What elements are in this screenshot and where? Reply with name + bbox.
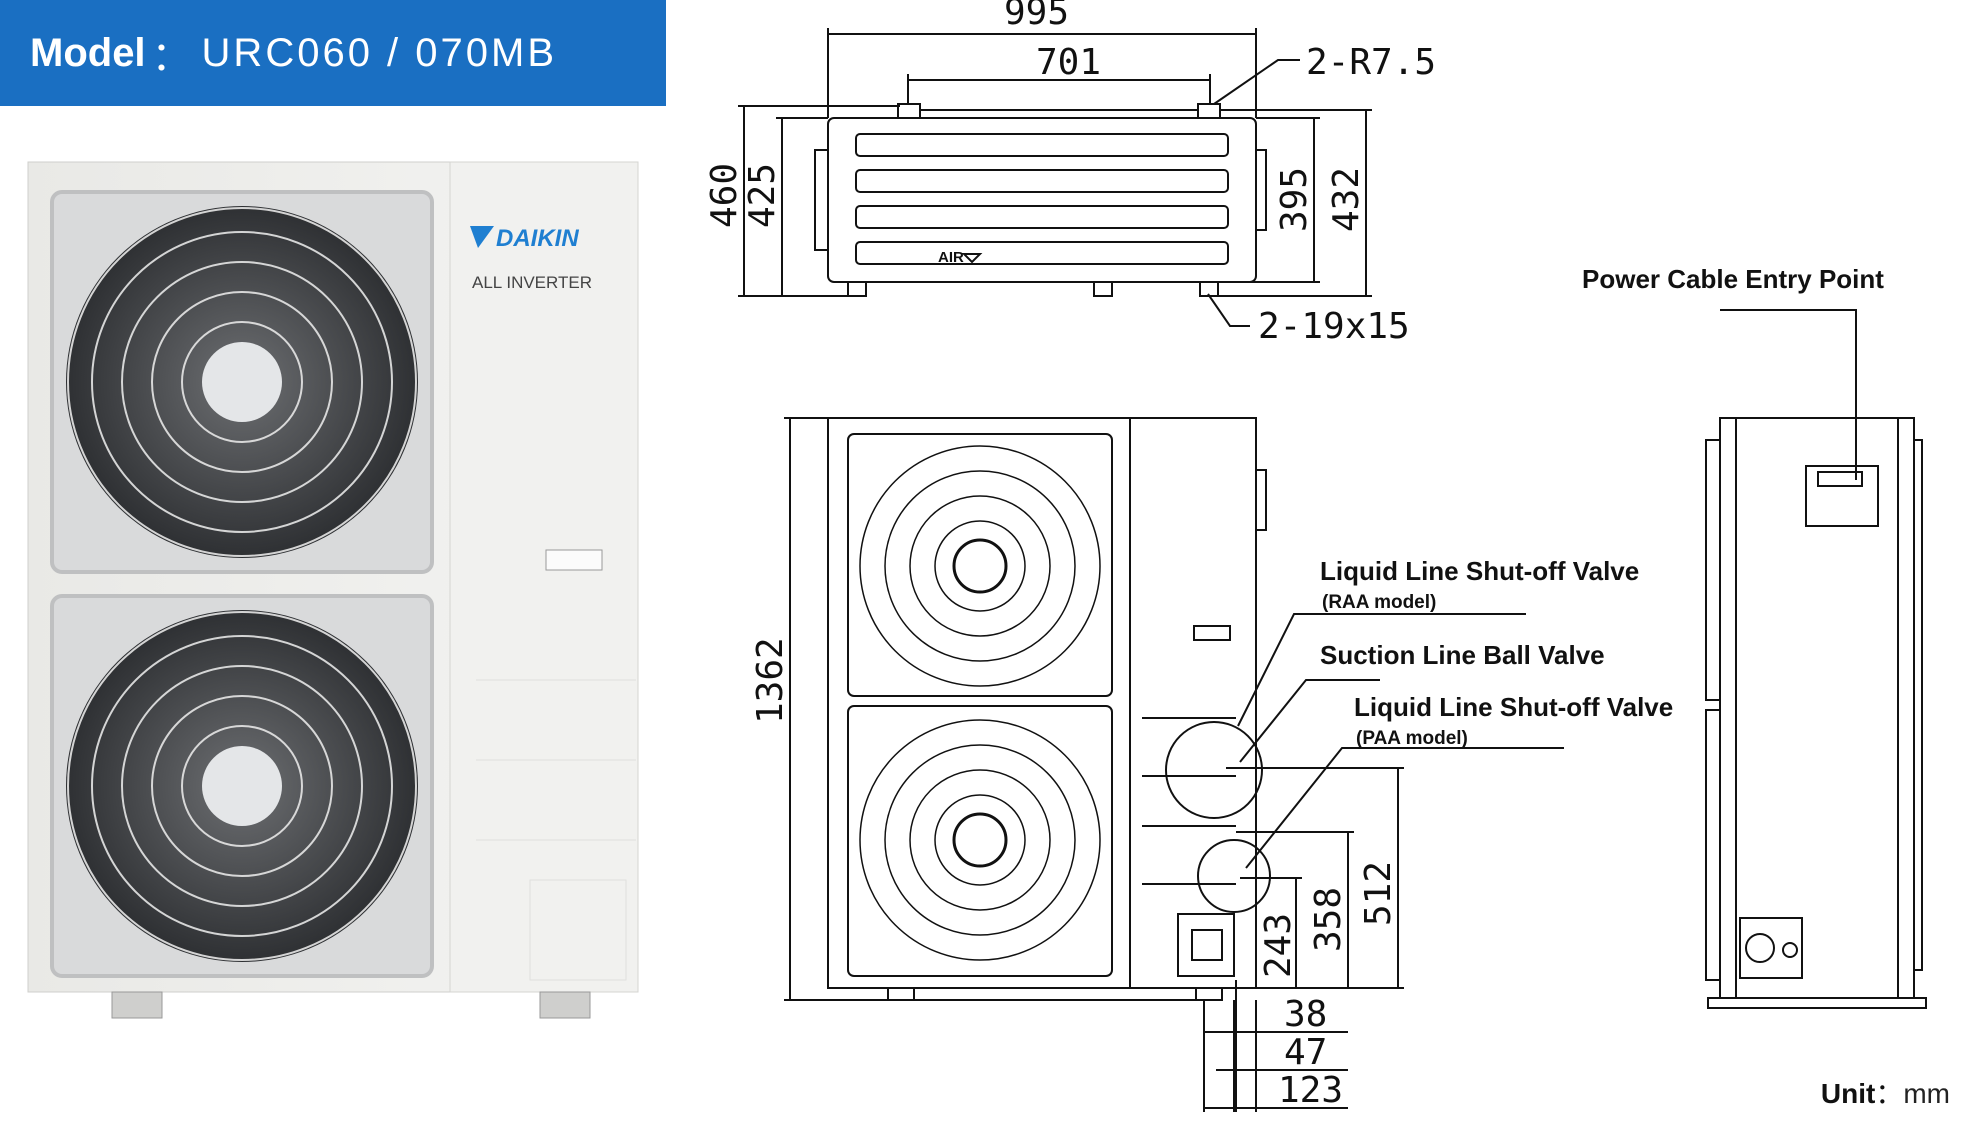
front-view (784, 417, 1564, 1112)
dim-432: 432 (1326, 167, 1367, 232)
suction-valve-icon (1197, 839, 1271, 913)
dim-123: 123 (1278, 1070, 1343, 1111)
dim-512: 512 (1358, 861, 1399, 926)
unit-value: mm (1903, 1078, 1950, 1109)
liquid-raa-label: Liquid Line Shut-off Valve (1320, 556, 1640, 586)
power-cable-label: Power Cable Entry Point (1582, 264, 1884, 294)
dim-425: 425 (742, 163, 783, 228)
dim-1362: 1362 (750, 637, 791, 724)
dim-243: 243 (1258, 913, 1299, 978)
product-photo: DAIKIN ALL INVERTER (27, 161, 639, 1019)
unit-colon: ： (1875, 1078, 1904, 1109)
unit-note: Unit：mm (1821, 1072, 1950, 1112)
handle-slot (545, 549, 603, 571)
dim-1915: 2-19x15 (1258, 306, 1410, 347)
subbrand-text: ALL INVERTER (472, 273, 592, 292)
model-value: URC060 / 070MB (201, 30, 558, 75)
dim-995: 995 (1004, 0, 1069, 33)
model-colon: ： (151, 35, 192, 79)
dim-395: 395 (1274, 167, 1315, 232)
front-fan-top-icon (859, 445, 1101, 687)
side-view (1705, 309, 1927, 1009)
liquid-raa-sub: (RAA model) (1322, 592, 1437, 613)
daikin-logo-icon (470, 226, 494, 248)
model-banner: Model ： URC060 / 070MB (0, 0, 666, 106)
dim-358: 358 (1308, 887, 1349, 952)
dim-701: 701 (1036, 42, 1101, 83)
unit-label: Unit (1820, 1078, 1876, 1109)
model-label: Model (30, 30, 146, 75)
brand-text: DAIKIN (496, 225, 579, 252)
suction-label: Suction Line Ball Valve (1320, 640, 1605, 670)
air-label: AIR (938, 249, 964, 266)
liquid-paa-sub: (PAA model) (1356, 728, 1468, 749)
dim-38: 38 (1284, 994, 1327, 1035)
dim-r75: 2-R7.5 (1306, 42, 1436, 83)
top-view (738, 28, 1372, 327)
liquid-paa-label: Liquid Line Shut-off Valve (1354, 692, 1674, 722)
dim-47: 47 (1284, 1032, 1327, 1073)
lower-fan-icon (50, 594, 434, 978)
front-fan-bottom-icon (859, 719, 1101, 961)
dim-460: 460 (704, 163, 745, 228)
upper-fan-icon (50, 190, 434, 574)
valve-group-icon (1165, 721, 1263, 819)
